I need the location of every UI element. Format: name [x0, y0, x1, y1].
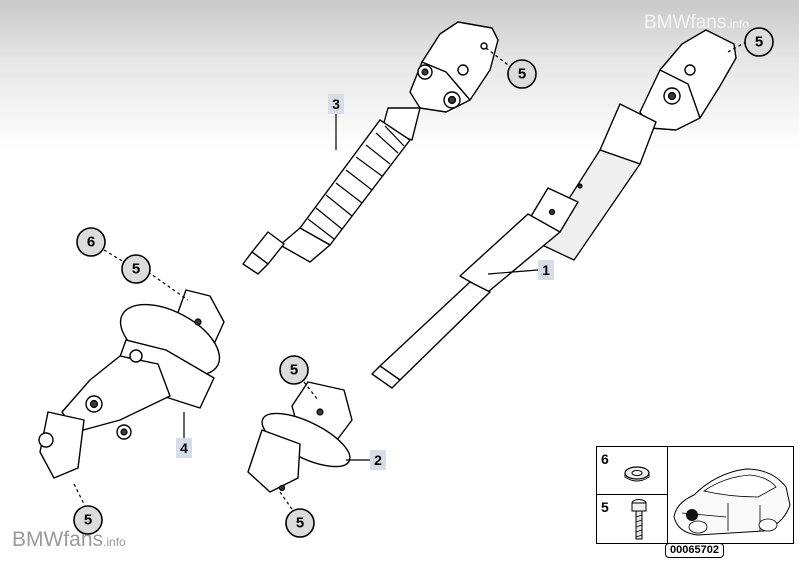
steering-shaft-boot-part	[242, 21, 499, 275]
callout-text: 5	[84, 512, 92, 529]
legend-number-5: 5	[601, 499, 609, 515]
legend-number-6: 6	[601, 451, 609, 467]
bellows	[299, 119, 411, 246]
part-label-1-text: 1	[542, 262, 550, 278]
callout-text: 5	[755, 34, 763, 51]
callout-bolt-5-upper-joint: 5	[507, 59, 537, 89]
callout-text: 5	[132, 261, 140, 278]
diagram-reference-code: 00065702	[665, 543, 724, 558]
part-label-4: 4	[176, 438, 192, 458]
callout-bolt-5-column-top: 5	[744, 27, 774, 57]
steering-column-part	[371, 29, 737, 389]
watermark-top: BMWfans.info	[644, 12, 750, 33]
part-label-3-text: 3	[332, 96, 340, 112]
part-label-3: 3	[328, 94, 344, 114]
legend-cell-washer: 6	[597, 447, 668, 495]
callout-bolt-5-joint-top: 5	[121, 254, 151, 284]
flex-coupling-part	[247, 381, 353, 493]
part-label-4-text: 4	[180, 440, 188, 456]
callout-bolt-5-coupling-top: 5	[279, 355, 309, 385]
legend-car-location	[668, 447, 793, 543]
part-label-2-text: 2	[374, 452, 382, 468]
parts-legend: 6 5	[596, 446, 794, 544]
car-icon	[673, 468, 791, 536]
washer-icon	[624, 466, 650, 482]
callout-bolt-5-coupling-bottom: 5	[285, 508, 315, 538]
watermark-bottom: BMWfans.info	[12, 528, 126, 551]
callout-text: 5	[296, 515, 304, 532]
callout-text: 5	[518, 66, 526, 83]
legend-cell-bolt: 5	[597, 495, 668, 543]
part-label-2: 2	[370, 450, 386, 470]
callout-bolt-5-joint-bottom: 5	[73, 505, 103, 535]
callout-text: 5	[290, 362, 298, 379]
part-label-1: 1	[538, 260, 554, 280]
callout-text: 6	[87, 234, 95, 251]
bolt-icon	[631, 499, 647, 540]
universal-joint-part	[38, 289, 225, 479]
callout-washer-6: 6	[76, 227, 106, 257]
